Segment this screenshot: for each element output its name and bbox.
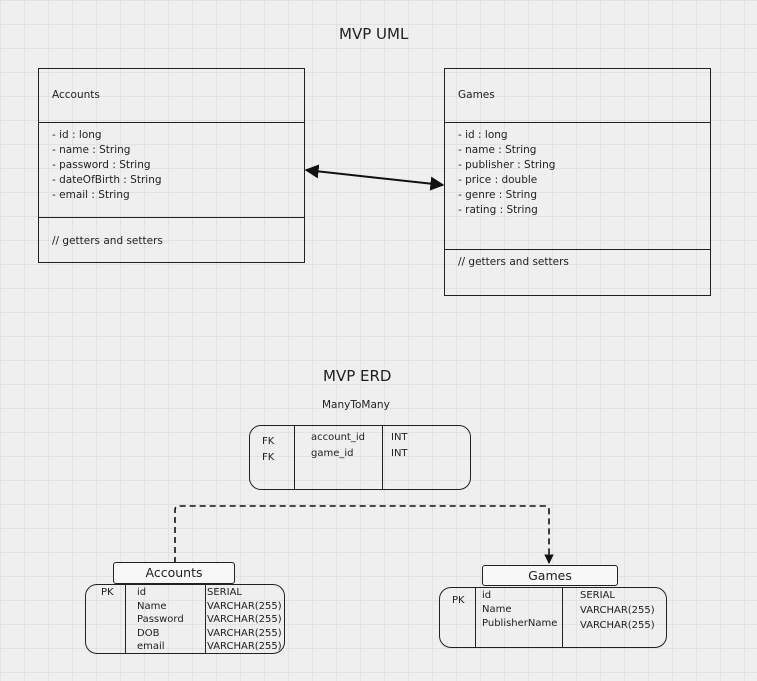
uml-accounts-method: // getters and setters <box>52 235 163 247</box>
column-cell: DOB <box>137 627 160 639</box>
uml-games-field: - rating : String <box>458 204 538 216</box>
erd-dashed-connector <box>174 505 554 564</box>
column-cell: id <box>482 590 492 601</box>
uml-games-header: Games <box>445 69 710 122</box>
type-cell: VARCHAR(255) <box>207 627 282 639</box>
column-cell: Name <box>137 600 167 612</box>
column-cell: account_id <box>311 432 365 443</box>
column-cell: email <box>137 641 165 652</box>
uml-games-methods: // getters and setters <box>445 249 710 295</box>
uml-accounts-field: - password : String <box>52 159 151 171</box>
type-cell: SERIAL <box>207 587 242 598</box>
uml-accounts-fields: - id : long - name : String - password :… <box>39 122 304 217</box>
type-cell: INT <box>391 448 408 459</box>
column-cell: game_id <box>311 448 354 459</box>
column-divider <box>125 585 126 653</box>
uml-games-class[interactable]: Games - id : long - name : String - publ… <box>444 68 711 296</box>
column-divider <box>205 585 206 653</box>
column-cell: Name <box>482 604 512 615</box>
key-cell: PK <box>452 595 465 606</box>
uml-games-field: - publisher : String <box>458 159 556 171</box>
erd-games-table[interactable]: PK id Name PublisherName SERIAL VARCHAR(… <box>439 587 667 648</box>
uml-games-name: Games <box>458 89 495 101</box>
key-cell: PK <box>101 587 114 598</box>
uml-association-arrow <box>304 164 445 191</box>
column-cell: id <box>137 587 147 598</box>
erd-join-table[interactable]: FK FK account_id game_id INT INT <box>249 425 471 490</box>
type-cell: VARCHAR(255) <box>207 600 282 612</box>
erd-title: MVP ERD <box>323 367 392 385</box>
type-cell: VARCHAR(255) <box>207 614 282 625</box>
uml-accounts-field: - email : String <box>52 189 130 201</box>
type-cell: VARCHAR(255) <box>207 641 282 652</box>
column-divider <box>475 588 476 647</box>
erd-accounts-table[interactable]: PK id Name Password DOB email SERIAL VAR… <box>85 584 285 654</box>
uml-accounts-field: - dateOfBirth : String <box>52 174 162 186</box>
uml-accounts-field: - name : String <box>52 144 131 156</box>
uml-accounts-header: Accounts <box>39 69 304 122</box>
uml-games-field: - id : long <box>458 129 508 141</box>
column-divider <box>562 588 563 647</box>
key-cell: FK <box>262 452 275 463</box>
type-cell: INT <box>391 432 408 443</box>
column-cell: PublisherName <box>482 618 558 629</box>
column-cell: Password <box>137 614 184 625</box>
type-cell: SERIAL <box>580 590 615 601</box>
uml-games-field: - name : String <box>458 144 537 156</box>
uml-games-fields: - id : long - name : String - publisher … <box>445 122 710 249</box>
type-cell: VARCHAR(255) <box>580 605 655 616</box>
uml-games-field: - genre : String <box>458 189 538 201</box>
type-cell: VARCHAR(255) <box>580 620 655 631</box>
key-cell: FK <box>262 436 275 447</box>
uml-accounts-methods: // getters and setters <box>39 217 304 262</box>
uml-accounts-name: Accounts <box>52 89 100 101</box>
column-divider <box>382 426 383 489</box>
uml-title: MVP UML <box>339 25 409 43</box>
erd-accounts-label[interactable]: Accounts <box>113 562 235 584</box>
uml-games-method: // getters and setters <box>458 256 569 268</box>
erd-games-label[interactable]: Games <box>482 565 618 586</box>
uml-games-field: - price : double <box>458 174 538 186</box>
uml-accounts-field: - id : long <box>52 129 102 141</box>
uml-accounts-class[interactable]: Accounts - id : long - name : String - p… <box>38 68 305 263</box>
column-divider <box>294 426 295 489</box>
erd-join-table-name: ManyToMany <box>322 399 390 411</box>
